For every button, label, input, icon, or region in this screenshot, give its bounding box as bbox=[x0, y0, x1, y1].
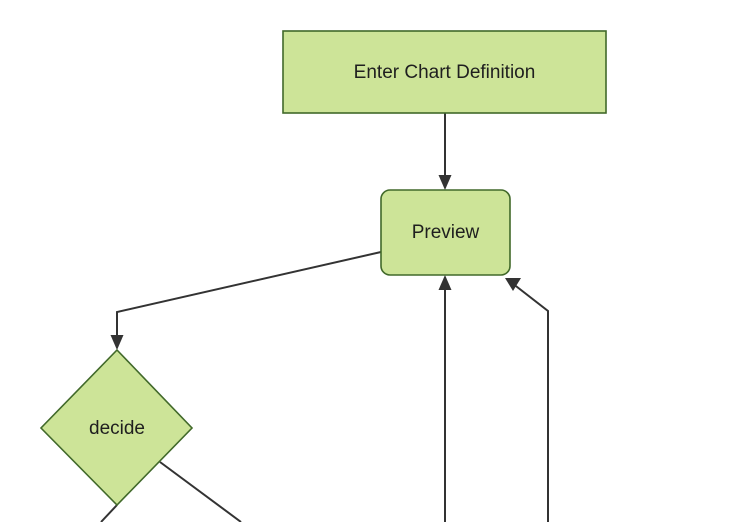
edge-decide-bottom-out[interactable] bbox=[100, 504, 118, 522]
node-label-decide: decide bbox=[89, 418, 145, 439]
edge-enter-to-preview[interactable] bbox=[438, 113, 452, 190]
edge-line bbox=[511, 282, 549, 522]
arrow-head-icon bbox=[438, 175, 452, 190]
node-shape-rectangle bbox=[282, 30, 607, 114]
node-decide[interactable]: decide bbox=[39, 348, 194, 507]
edge-decide-right-out[interactable] bbox=[159, 461, 242, 522]
arrow-head-icon bbox=[110, 335, 124, 350]
edge-line bbox=[116, 251, 382, 342]
edge-line bbox=[159, 461, 242, 522]
edge-bottom-center-to-preview[interactable] bbox=[438, 275, 452, 522]
node-preview[interactable]: Preview bbox=[380, 189, 511, 276]
edge-bottom-right-to-preview[interactable] bbox=[505, 278, 549, 522]
edge-line bbox=[100, 504, 118, 522]
node-shape-diamond bbox=[39, 348, 194, 507]
node-label-preview: Preview bbox=[412, 222, 480, 243]
node-enter-chart-definition[interactable]: Enter Chart Definition bbox=[282, 30, 607, 114]
arrow-head-icon bbox=[505, 278, 521, 291]
arrow-head-icon bbox=[438, 275, 452, 290]
node-label-enter-chart-definition: Enter Chart Definition bbox=[354, 62, 536, 83]
edge-preview-to-decide[interactable] bbox=[110, 251, 382, 350]
node-shape-rounded-rectangle bbox=[380, 189, 511, 276]
